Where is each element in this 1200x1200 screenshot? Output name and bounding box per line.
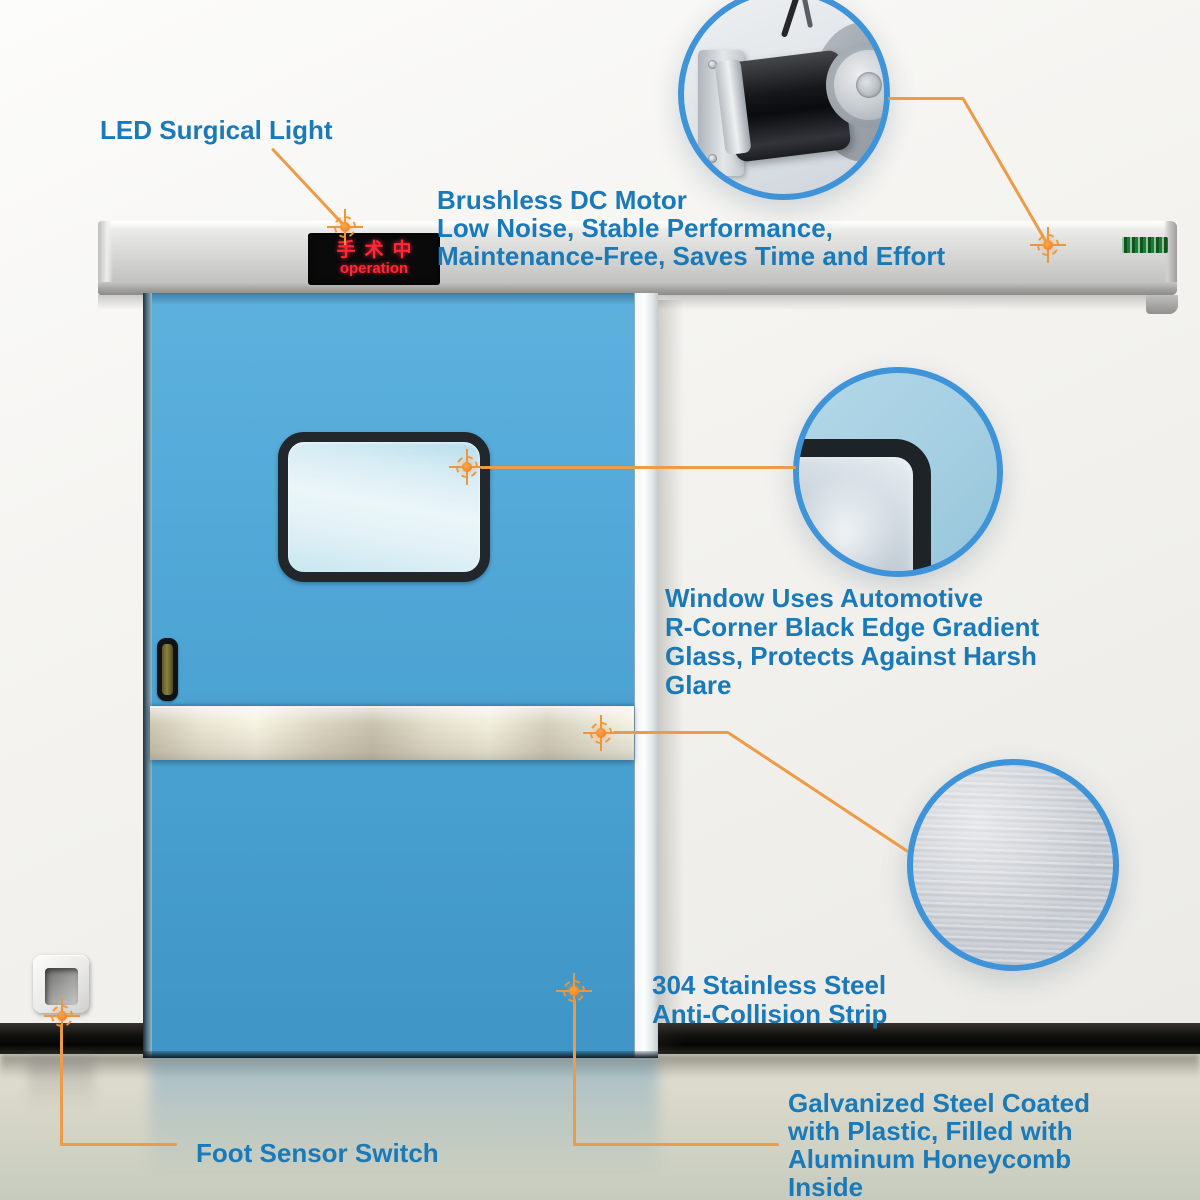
motor-screw-icon (708, 60, 717, 69)
door-face (152, 293, 634, 1058)
annotation-galvanized: Galvanized Steel Coated with Plastic, Fi… (788, 1089, 1090, 1200)
leader-line-strip-a (613, 731, 729, 734)
target-marker-icon-window (449, 449, 485, 485)
annotation-strip-line1: 304 Stainless Steel (652, 970, 887, 1000)
door-shadow (658, 300, 684, 1053)
target-marker-icon-led-light (327, 209, 363, 245)
leader-line-window (480, 466, 796, 469)
annotation-window-line4: Glare (665, 670, 732, 700)
annotation-galvanized-line3: Aluminum Honeycomb (788, 1144, 1072, 1174)
door-handle (157, 638, 178, 701)
leader-line-galvanized-a (573, 999, 576, 1146)
target-marker-icon-motor (1030, 227, 1066, 263)
motor-screw-icon (708, 154, 717, 163)
floor (0, 1054, 1200, 1200)
leader-line-foot-sensor-a (60, 1024, 63, 1146)
leader-line-galvanized-b (573, 1143, 779, 1146)
door-header-rail (98, 221, 1177, 295)
rail-highlight (98, 221, 1177, 229)
target-marker-icon-galvanized (556, 973, 592, 1009)
leader-line-foot-sensor-b (60, 1143, 177, 1146)
annotation-window-line3: Glass, Protects Against Harsh (665, 641, 1037, 671)
annotation-window: Window Uses Automotive R-Corner Black Ed… (665, 584, 1039, 700)
rail-end-foot (1146, 295, 1178, 314)
door-bottom-edge (143, 1051, 658, 1058)
motor-gear-hub (856, 72, 882, 98)
motor-wire (780, 0, 802, 38)
annotation-strip: 304 Stainless Steel Anti-Collision Strip (652, 971, 887, 1029)
annotation-window-line1: Window Uses Automotive (665, 583, 984, 613)
annotation-galvanized-line4: Inside (788, 1172, 864, 1200)
target-marker-icon-foot-sensor (44, 998, 80, 1034)
brand-logo-plate (1122, 237, 1168, 253)
annotation-motor-line3: Maintenance-Free, Saves Time and Effort (437, 241, 946, 271)
annotation-strip-line2: Anti-Collision Strip (652, 999, 888, 1029)
status-text-english: operation (339, 260, 409, 277)
leader-line-strip-b (727, 731, 909, 853)
anti-collision-strip (150, 706, 634, 760)
status-text-chinese: 手术中 (336, 240, 421, 261)
motor-wire (799, 0, 814, 29)
annotation-galvanized-line1: Galvanized Steel Coated (788, 1088, 1090, 1118)
rail-end-cap-left (98, 221, 113, 295)
window-callout-photo (793, 367, 1003, 577)
target-marker-icon-strip (583, 715, 619, 751)
annotation-motor: Brushless DC Motor Low Noise, Stable Per… (437, 186, 945, 270)
motor-callout-photo (678, 0, 890, 200)
door-edge-right (634, 293, 658, 1058)
floor-reflection-baseboard (0, 1054, 1200, 1078)
stainless-steel-callout-photo (907, 759, 1119, 971)
annotation-foot-sensor: Foot Sensor Switch (196, 1138, 439, 1168)
door-handle-recess (162, 644, 173, 695)
sliding-door-panel (143, 293, 658, 1058)
annotation-motor-line1: Brushless DC Motor (437, 185, 687, 215)
door-edge-left (143, 293, 152, 1058)
annotation-galvanized-line2: with Plastic, Filled with (788, 1116, 1073, 1146)
annotation-window-line2: R-Corner Black Edge Gradient (665, 612, 1040, 642)
leader-line-motor-a (888, 97, 964, 100)
annotation-motor-line2: Low Noise, Stable Performance, (437, 213, 833, 243)
annotation-led-surgical-light: LED Surgical Light (100, 115, 333, 145)
window-glass-haze (799, 473, 899, 571)
rail-bottom-lip (98, 282, 1177, 295)
